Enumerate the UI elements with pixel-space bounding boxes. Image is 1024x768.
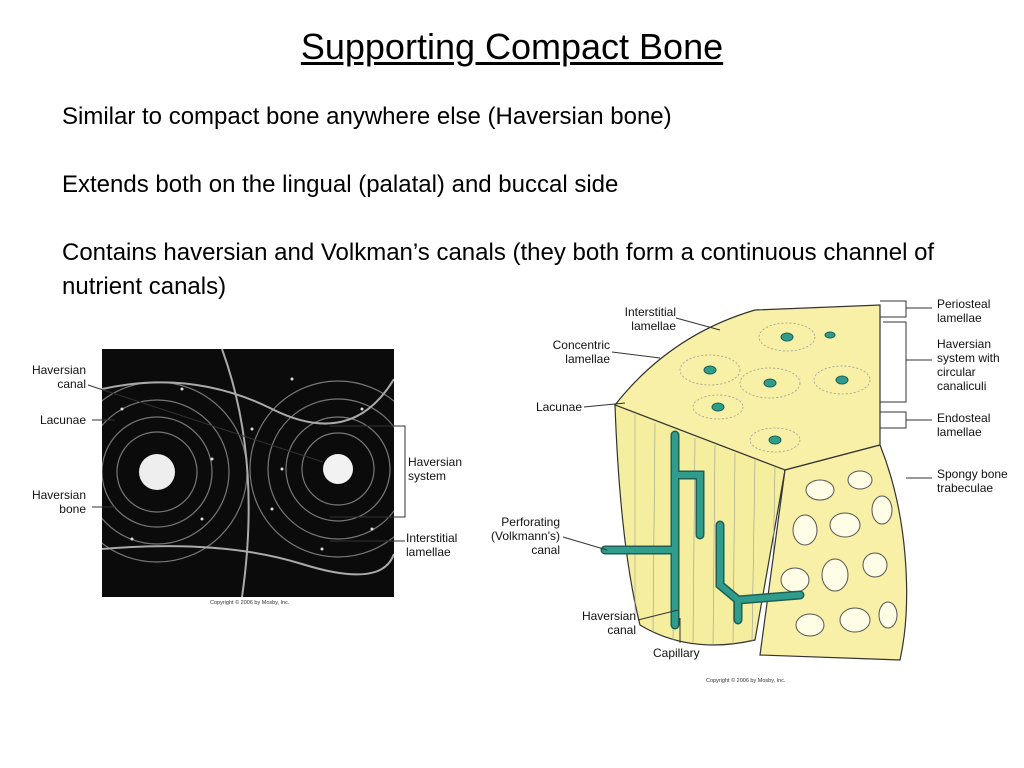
- label-endosteal-lamellae: Endosteal lamellae: [937, 411, 991, 439]
- label-haversian-system-right: Haversian system with circular canalicul…: [937, 337, 1000, 393]
- label-lacunae-right: Lacunae: [535, 400, 582, 414]
- label-haversian-canal: Haversian canal: [31, 363, 86, 391]
- label-lacunae: Lacunae: [39, 413, 86, 427]
- micrograph-image: [102, 349, 394, 597]
- slide-title: Supporting Compact Bone: [300, 26, 724, 67]
- label-interstitial-lamellae-left: Interstitial lamellae: [406, 531, 458, 559]
- label-periosteal-lamellae: Periosteal lamellae: [937, 297, 991, 325]
- label-interstitial-lamellae-right: Interstitial lamellae: [624, 305, 676, 333]
- label-haversian-bone: Haversian bone: [31, 488, 86, 516]
- label-haversian-system: Haversian system: [408, 455, 463, 483]
- bone-diagram: [600, 304, 908, 661]
- label-spongy-bone: Spongy bone trabeculae: [937, 467, 1008, 495]
- label-perforating-canal: Perforating (Volkmann's) canal: [491, 515, 560, 557]
- bullet-2: Extends both on the lingual (palatal) an…: [62, 171, 619, 198]
- label-concentric-lamellae: Concentric lamellae: [552, 338, 610, 366]
- diagram-copyright: Copyright © 2006 by Mosby, Inc.: [706, 678, 786, 684]
- bullet-3: Contains haversian and Volkman’s canals …: [62, 239, 935, 300]
- bullet-1: Similar to compact bone anywhere else (H…: [62, 103, 672, 130]
- label-capillary: Capillary: [653, 646, 700, 660]
- micrograph-copyright: Copyright © 2006 by Mosby, Inc.: [210, 600, 290, 606]
- label-haversian-canal-right: Haversian canal: [581, 609, 636, 637]
